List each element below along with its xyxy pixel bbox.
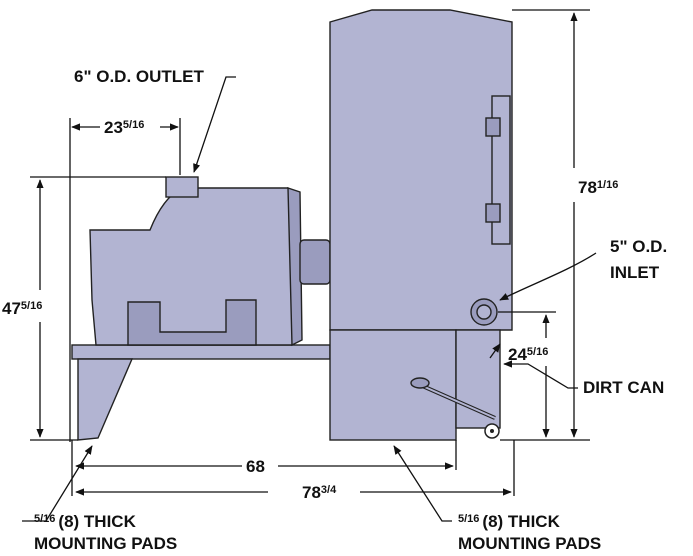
pads-left-leader: [22, 445, 93, 522]
equipment-drawing: [71, 9, 513, 441]
dim-23-label: 235/16: [104, 118, 144, 137]
pads-left-label-line1: 5/16(8) THICK: [34, 512, 137, 531]
inlet-pipe-inner: [476, 304, 492, 320]
dirt-can-label: DIRT CAN: [583, 378, 664, 397]
pads-right-leader: [393, 445, 452, 522]
dirt-can-leader: [503, 360, 578, 389]
dim-68-label: 68: [246, 457, 265, 476]
outlet-pipe: [165, 176, 199, 198]
inlet-leader: [499, 252, 597, 301]
dirt-can: [455, 329, 501, 429]
inlet-label-line1: 5" O.D.: [610, 237, 667, 256]
motor-front-ring: [287, 187, 303, 347]
hinge-lower: [485, 203, 501, 223]
dimension-labels: 6" O.D. OUTLET 235/16 475/16 781/16 5" O…: [2, 67, 667, 553]
pads-right-label-line2: MOUNTING PADS: [458, 534, 601, 553]
pads-right-label-line1: 5/16(8) THICK: [458, 512, 561, 531]
inlet-24-leader: [489, 343, 501, 359]
dim-24-label: 245/16: [508, 345, 548, 364]
dim-47-label: 475/16: [2, 299, 42, 318]
outlet-leader: [193, 76, 236, 173]
dirt-can-handle-grip: [410, 377, 430, 389]
pads-left-label-line2: MOUNTING PADS: [34, 534, 177, 553]
base-leg: [77, 358, 134, 441]
base-platform: [71, 344, 331, 360]
dirt-can-handle-inner: [417, 383, 496, 419]
inlet-label-line2: INLET: [610, 263, 660, 282]
outlet-label: 6" O.D. OUTLET: [74, 67, 205, 86]
coupling: [299, 239, 331, 285]
dim-78-vert-label: 781/16: [578, 178, 618, 197]
hopper: [329, 329, 457, 441]
dim-78-horiz-label: 783/4: [302, 483, 337, 502]
hinge-upper: [485, 117, 501, 137]
collector-cabinet: [329, 9, 513, 331]
motor-housing: [89, 187, 298, 346]
dirt-can-wheel-hub: [490, 429, 494, 433]
motor-mount: [127, 299, 257, 346]
dimension-lines: [22, 9, 597, 522]
